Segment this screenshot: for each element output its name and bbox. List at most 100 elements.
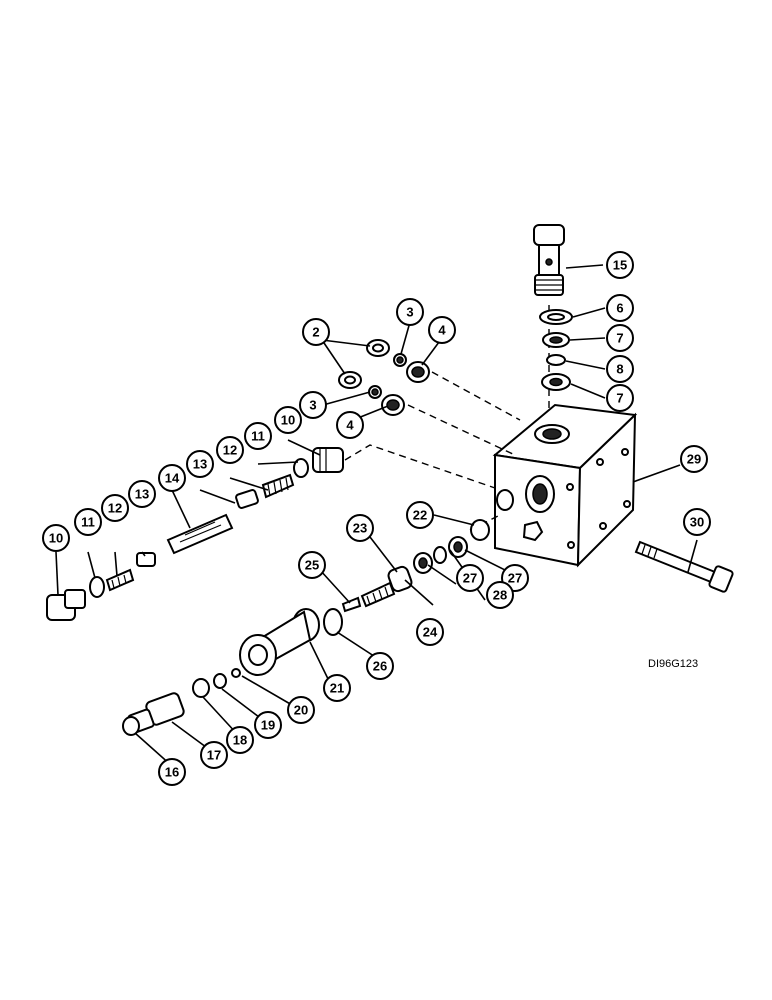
- callout-label: 16: [165, 765, 179, 780]
- callout-14: 14: [158, 464, 186, 492]
- callout-circle: [396, 298, 424, 326]
- callout-circle: [244, 422, 272, 450]
- callout-circle: [416, 618, 444, 646]
- callout-13: 13: [128, 480, 156, 508]
- callout-26: 26: [366, 652, 394, 680]
- callout-label: 19: [261, 718, 275, 733]
- spool-assembly-left: [46, 552, 156, 621]
- callout-circle: [128, 480, 156, 508]
- callout-3: 3: [396, 298, 424, 326]
- callout-label: 12: [108, 501, 122, 516]
- callout-label: 28: [493, 588, 507, 603]
- callout-label: 18: [233, 733, 247, 748]
- callout-circle: [606, 384, 634, 412]
- callout-label: 3: [406, 305, 413, 320]
- callout-24: 24: [416, 618, 444, 646]
- callout-28: 28: [486, 581, 514, 609]
- callout-3: 3: [299, 391, 327, 419]
- callout-30: 30: [683, 508, 711, 536]
- callout-label: 6: [616, 301, 623, 316]
- callout-label: 13: [193, 457, 207, 472]
- callout-label: 3: [309, 398, 316, 413]
- callout-circle: [606, 251, 634, 279]
- valve-body-block: [492, 403, 638, 568]
- callout-10: 10: [42, 524, 70, 552]
- callout-circle: [42, 524, 70, 552]
- callout-21: 21: [323, 674, 351, 702]
- callout-label: 12: [223, 443, 237, 458]
- callout-11: 11: [74, 508, 102, 536]
- callout-circle: [302, 318, 330, 346]
- callout-22: 22: [406, 501, 434, 529]
- callout-label: 26: [373, 659, 387, 674]
- callout-label: 25: [305, 558, 319, 573]
- callout-29: 29: [680, 445, 708, 473]
- callout-label: 27: [508, 571, 522, 586]
- callout-label: 14: [165, 471, 180, 486]
- callout-2: 2: [302, 318, 330, 346]
- callout-circle: [226, 726, 254, 754]
- callout-circle: [299, 391, 327, 419]
- callout-circle: [680, 445, 708, 473]
- spool-14: [166, 513, 234, 555]
- callout-8: 8: [606, 355, 634, 383]
- callout-label: 27: [463, 571, 477, 586]
- callout-label: 21: [330, 681, 344, 696]
- callout-circle: [298, 551, 326, 579]
- callout-circle: [486, 581, 514, 609]
- callout-label: 7: [616, 331, 623, 346]
- callout-19: 19: [254, 711, 282, 739]
- callout-circle: [683, 508, 711, 536]
- callout-circle: [74, 508, 102, 536]
- drawing-code: DI96G123: [648, 658, 698, 670]
- callout-circle: [200, 741, 228, 769]
- callout-12: 12: [216, 436, 244, 464]
- callout-circle: [456, 564, 484, 592]
- callout-circle: [606, 324, 634, 352]
- callout-20: 20: [287, 696, 315, 724]
- callout-label: 11: [81, 515, 95, 530]
- callout-4: 4: [428, 316, 456, 344]
- callout-circle: [366, 652, 394, 680]
- callout-label: 8: [616, 362, 623, 377]
- check-valve-assembly: [323, 519, 490, 636]
- callout-17: 17: [200, 741, 228, 769]
- callout-12: 12: [101, 494, 129, 522]
- callout-label: 30: [690, 515, 704, 530]
- bolt-30: [634, 540, 734, 593]
- callout-circle: [158, 758, 186, 786]
- callout-4: 4: [336, 411, 364, 439]
- callout-label: 23: [353, 521, 367, 536]
- relief-cartridge: [533, 224, 573, 391]
- callout-label: 22: [413, 508, 427, 523]
- callout-label: 17: [207, 748, 221, 763]
- callout-circle: [346, 514, 374, 542]
- callout-label: 2: [312, 325, 319, 340]
- callout-27: 27: [456, 564, 484, 592]
- callout-circle: [406, 501, 434, 529]
- callout-circle: [287, 696, 315, 724]
- callout-circle: [101, 494, 129, 522]
- callout-7: 7: [606, 384, 634, 412]
- callout-11: 11: [244, 422, 272, 450]
- callout-13: 13: [186, 450, 214, 478]
- callout-label: 4: [438, 323, 446, 338]
- callout-circle: [606, 355, 634, 383]
- leader-lines: [55, 264, 698, 767]
- callout-circle: [186, 450, 214, 478]
- callout-circle: [336, 411, 364, 439]
- seal-washers-top: [338, 339, 430, 416]
- callout-18: 18: [226, 726, 254, 754]
- callout-circle: [428, 316, 456, 344]
- callout-circle: [606, 294, 634, 322]
- callout-label: 11: [251, 429, 265, 444]
- callout-label: 4: [346, 418, 354, 433]
- callout-label: 24: [423, 625, 438, 640]
- callout-circle: [274, 406, 302, 434]
- callout-15: 15: [606, 251, 634, 279]
- callout-7: 7: [606, 324, 634, 352]
- callout-circle: [254, 711, 282, 739]
- callout-label: 13: [135, 487, 149, 502]
- callout-label: 20: [294, 703, 308, 718]
- callout-10: 10: [274, 406, 302, 434]
